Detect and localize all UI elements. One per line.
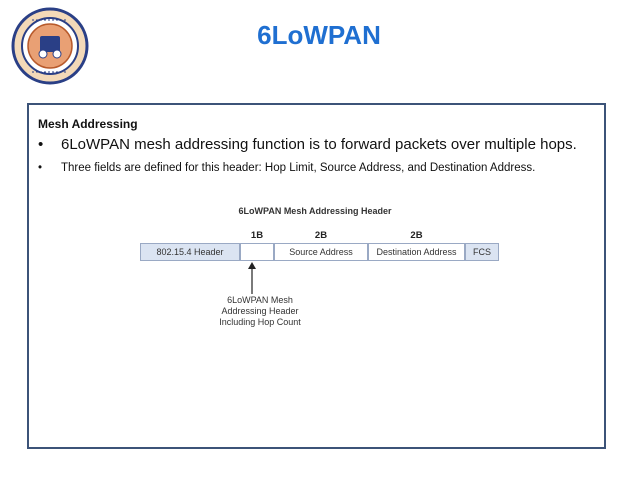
callout-label: 6LoWPAN Mesh Addressing Header Including…	[205, 295, 315, 328]
field-802154-header: 802.15.4 Header	[140, 243, 240, 261]
field-source-address: Source Address	[274, 243, 368, 261]
section-heading: Mesh Addressing	[38, 117, 138, 131]
bullet-mark: •	[38, 136, 44, 153]
bullet-mark: •	[38, 162, 43, 174]
field-mesh-header	[240, 243, 274, 261]
bullet-text: 6LoWPAN mesh addressing function is to f…	[61, 136, 577, 153]
arrow-up-icon	[245, 262, 259, 294]
size-label-hop: 1B	[250, 230, 264, 241]
callout-line: Addressing Header	[221, 306, 299, 316]
callout-line: 6LoWPAN Mesh	[227, 295, 293, 305]
diagram-title: 6LoWPAN Mesh Addressing Header	[238, 206, 392, 216]
size-label-destination: 2B	[410, 230, 423, 241]
slide-title: 6LoWPAN	[257, 20, 381, 50]
callout-line: Including Hop Count	[219, 317, 301, 327]
field-destination-address: Destination Address	[368, 243, 465, 261]
content-box	[27, 103, 606, 449]
bullet-item: • 6LoWPAN mesh addressing function is to …	[38, 136, 598, 153]
field-fcs: FCS	[465, 243, 499, 261]
bullet-item: • Three fields are defined for this heade…	[38, 162, 603, 174]
university-emblem-icon	[10, 6, 90, 86]
bullet-text: Three fields are defined for this header…	[61, 162, 536, 174]
size-label-source: 2B	[314, 230, 328, 241]
